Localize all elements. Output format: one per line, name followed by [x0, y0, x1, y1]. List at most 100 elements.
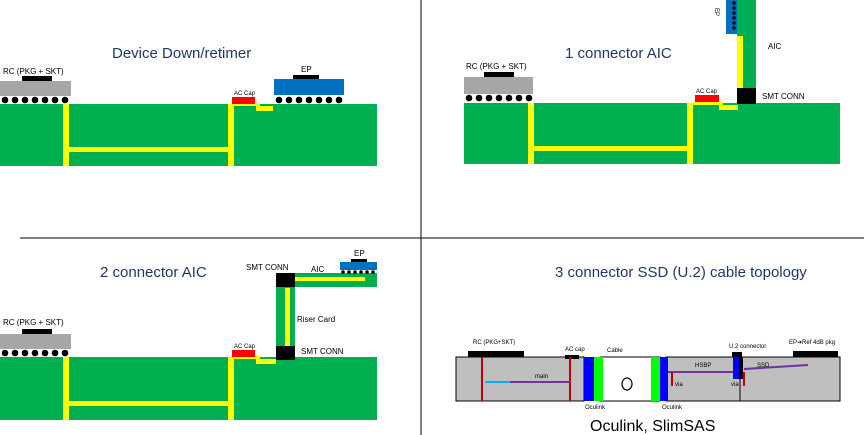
- oculink-right-label: Oculink: [662, 405, 683, 411]
- rc-package: [464, 77, 533, 94]
- solder-ball-icon: [61, 349, 69, 357]
- solder-ball-icon: [51, 349, 59, 357]
- solder-ball-icon: [515, 94, 523, 102]
- ac-cap: [565, 355, 579, 359]
- ac-cap: [695, 95, 719, 102]
- rc-label: RC (PKG+SKT): [473, 340, 515, 346]
- rc-label: RC (PKG + SKT): [3, 318, 64, 327]
- solder-ball-icon: [295, 96, 303, 104]
- ac-cap-label: AC cap: [565, 347, 585, 353]
- rc-solder-balls: [465, 94, 533, 102]
- solder-ball-icon: [732, 11, 736, 15]
- panel-title-one-connector: 1 connector AIC: [565, 45, 672, 62]
- solder-ball-icon: [31, 96, 39, 104]
- solder-ball-icon: [1, 96, 9, 104]
- solder-ball-icon: [285, 96, 293, 104]
- ssd-board: [739, 356, 841, 402]
- trace-ssd: [743, 364, 809, 370]
- signal-trace: [63, 103, 273, 166]
- u2-connector-top: [732, 352, 742, 357]
- ep-solder-balls: [341, 270, 375, 274]
- rc-label: RC (PKG + SKT): [3, 67, 64, 76]
- ep-package: [726, 0, 737, 34]
- panel-title-device-down: Device Down/retimer: [112, 45, 251, 62]
- aic-trace: [295, 277, 365, 281]
- motherboard: [455, 356, 585, 402]
- ssd-label: SSD: [757, 363, 770, 369]
- cable-loop-icon: [621, 377, 633, 391]
- solder-ball-icon: [51, 96, 59, 104]
- hsbp-label: HSBP: [695, 363, 711, 369]
- solder-ball-icon: [732, 6, 736, 10]
- solder-ball-icon: [315, 96, 323, 104]
- oculink-right-housing: [660, 357, 668, 401]
- via-left-label: via: [675, 382, 683, 388]
- panel-three-connector: 3 connector SSD (U.2) cable topology RC …: [455, 264, 841, 435]
- solder-ball-icon: [353, 270, 357, 274]
- solder-ball-icon: [1, 349, 9, 357]
- rc-solder-balls: [1, 349, 69, 357]
- ep-solder-balls: [732, 1, 736, 30]
- ac-cap-label: AC Cap: [696, 89, 718, 95]
- oculink-right-plug: [651, 357, 660, 401]
- solder-ball-icon: [371, 270, 375, 274]
- ep-package: [340, 262, 377, 270]
- solder-ball-icon: [21, 96, 29, 104]
- panel-title-two-connector: 2 connector AIC: [100, 264, 207, 281]
- smt-connector-top: [276, 273, 295, 287]
- solder-ball-icon: [485, 94, 493, 102]
- solder-ball-icon: [365, 270, 369, 274]
- rc-package: [468, 351, 524, 357]
- rc-die: [22, 76, 52, 81]
- aic-label: AIC: [768, 42, 782, 51]
- pcb-board: [464, 103, 840, 164]
- solder-ball-icon: [732, 16, 736, 20]
- solder-ball-icon: [11, 96, 19, 104]
- u2-connector-mate: [739, 357, 743, 379]
- solder-ball-icon: [505, 94, 513, 102]
- ep-package: [274, 79, 344, 95]
- rc-die: [484, 72, 514, 77]
- oculink-left-housing: [584, 357, 594, 401]
- solder-ball-icon: [495, 94, 503, 102]
- solder-ball-icon: [732, 26, 736, 30]
- cable-label: Cable: [607, 348, 623, 354]
- riser-trace: [285, 288, 290, 346]
- ac-cap-label: AC Cap: [234, 344, 256, 350]
- smt-conn-bottom-label: SMT CONN: [301, 347, 344, 356]
- via-right-label: via: [731, 382, 739, 388]
- smt-connector: [737, 88, 756, 104]
- ep-label: EP: [713, 8, 719, 16]
- solder-ball-icon: [335, 96, 343, 104]
- connector-types-caption: Oculink, SlimSAS: [590, 418, 715, 435]
- ac-cap: [232, 350, 255, 357]
- ep-die: [293, 75, 319, 79]
- pcb-board: [0, 357, 377, 420]
- ac-cap: [232, 97, 255, 104]
- rc-label: RC (PKG + SKT): [466, 62, 527, 71]
- ep-solder-balls: [275, 96, 343, 104]
- rc-package: [0, 334, 71, 349]
- solder-ball-icon: [31, 349, 39, 357]
- solder-ball-icon: [21, 349, 29, 357]
- solder-ball-icon: [732, 21, 736, 25]
- solder-ball-icon: [341, 270, 345, 274]
- solder-ball-icon: [11, 349, 19, 357]
- solder-ball-icon: [275, 96, 283, 104]
- solder-ball-icon: [305, 96, 313, 104]
- smt-conn-label: SMT CONN: [762, 92, 805, 101]
- ep-label: EP➔Ref 4dB pkg: [789, 340, 835, 346]
- ep-label: EP: [301, 65, 312, 74]
- solder-ball-icon: [359, 270, 363, 274]
- oculink-left-label: Oculink: [585, 405, 606, 411]
- panel-one-connector: 1 connector AIC RC (PKG + SKT) AC Cap: [464, 0, 840, 164]
- u2-connector-label: U.2 connector: [729, 344, 766, 350]
- rc-package: [0, 81, 71, 96]
- ep-label: EP: [354, 249, 365, 258]
- ac-cap-label: AC Cap: [234, 91, 256, 97]
- solder-ball-icon: [475, 94, 483, 102]
- smt-conn-top-label: SMT CONN: [246, 263, 289, 272]
- ep-die: [351, 259, 367, 262]
- signal-trace: [63, 356, 276, 420]
